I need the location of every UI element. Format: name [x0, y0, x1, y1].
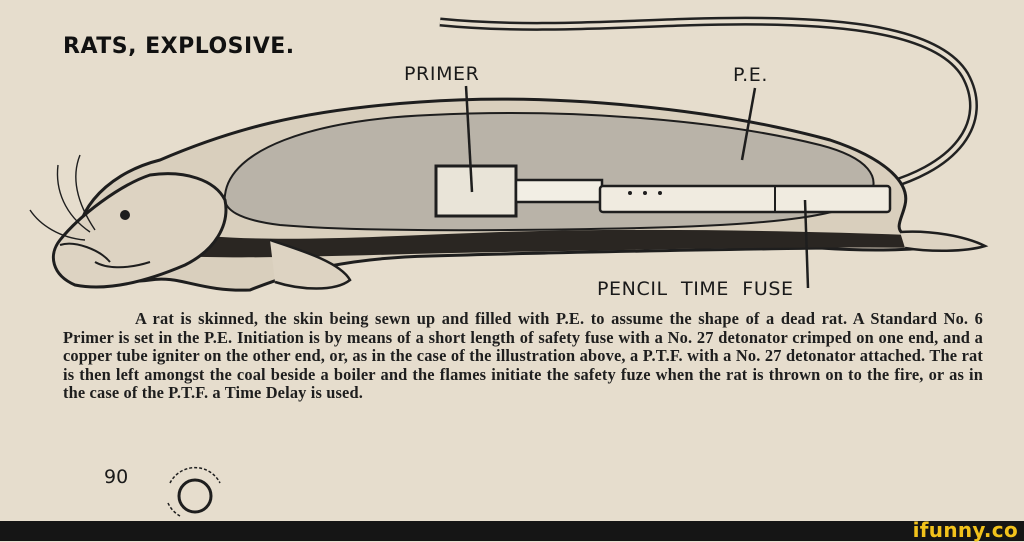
rat-hind-leg — [899, 230, 989, 253]
rat-eye — [120, 210, 130, 220]
primer-leader — [464, 85, 474, 193]
page-title: RATS, EXPLOSIVE. — [63, 34, 295, 59]
pe-leader — [740, 87, 757, 161]
ifunny-watermark: ifunny.co — [912, 518, 1018, 542]
ptf-leader — [803, 199, 810, 289]
national-archives-stamp — [167, 466, 221, 517]
page-number: 90 — [104, 466, 129, 488]
rat-whiskers — [29, 154, 96, 241]
pencil-time-fuse — [598, 184, 892, 214]
rat-front-leg — [269, 238, 352, 290]
description-paragraph: A rat is skinned, the skin being sewn up… — [63, 309, 983, 402]
pencil-time-fuse-label: PENCIL TIME FUSE — [597, 278, 794, 300]
primer-label: PRIMER — [404, 63, 480, 85]
detonator — [514, 178, 604, 204]
primer-block — [434, 164, 518, 218]
rat-illustration — [29, 16, 989, 292]
footer-bar — [0, 521, 1024, 541]
rat-head — [51, 172, 228, 289]
rat-belly-fur — [170, 229, 940, 258]
pe-label: P.E. — [733, 64, 768, 86]
document-page: RATS, EXPLOSIVE. PRIMER P.E. PENCIL TIME… — [29, 16, 989, 517]
